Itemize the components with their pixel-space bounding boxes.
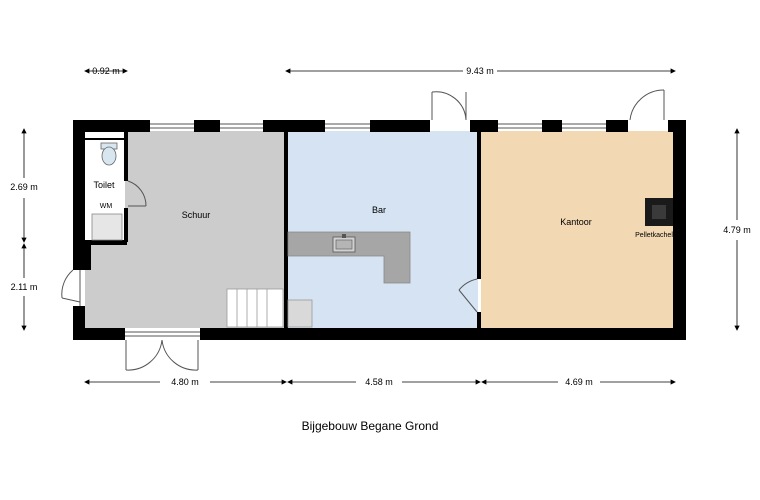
bar-cabinet	[287, 299, 313, 328]
door-left-schuur	[61, 269, 81, 306]
wall-top-3	[263, 120, 325, 132]
sink-icon	[332, 234, 356, 253]
wall-top-6	[542, 120, 562, 132]
room-label-kantoor: Kantoor	[560, 217, 592, 227]
staircase	[226, 288, 284, 328]
kantoor-floor	[481, 131, 673, 328]
wall-toilet-right	[124, 131, 128, 181]
wall-top-7	[606, 120, 628, 132]
wall-top-2	[194, 120, 220, 132]
room-label-bar: Bar	[372, 205, 386, 215]
wall-bar-kantoor-lower	[477, 312, 481, 328]
plan-title: Bijgebouw Begane Grond	[302, 419, 439, 433]
room-label-wm: WM	[100, 203, 113, 210]
toilet-fixture	[100, 142, 118, 166]
door-bottom-double	[125, 331, 200, 371]
door-top-kantoor	[629, 89, 665, 121]
wall-toilet-divider	[85, 138, 125, 140]
wall-toilet-left-ext	[73, 240, 91, 270]
dim-right: 4.79 m	[723, 225, 751, 235]
dimension-lines	[21, 68, 740, 385]
wall-left-upper	[73, 120, 85, 270]
washing-machine	[91, 213, 123, 241]
dim-bottom-3: 4.69 m	[565, 377, 593, 387]
windows-top	[150, 123, 606, 129]
wall-bottom-2	[200, 328, 686, 340]
bar-floor	[288, 131, 478, 328]
label-pelletkachel: Pelletkachel	[635, 232, 673, 239]
wall-top-4	[370, 120, 430, 132]
wall-bottom-1	[73, 328, 125, 340]
wall-left-lower	[73, 306, 85, 340]
door-toilet	[127, 180, 147, 207]
wall-schuur-bar	[284, 131, 288, 328]
wall-toilet-bottom	[85, 240, 127, 245]
door-bar-kantoor	[458, 278, 478, 313]
dim-top-main: 9.43 m	[466, 66, 494, 76]
door-top-bar	[431, 91, 467, 121]
pellet-stove-icon	[645, 198, 673, 226]
wall-toilet-right-lower	[124, 208, 128, 242]
dim-bottom-2: 4.58 m	[365, 377, 393, 387]
wall-top-5	[470, 120, 498, 132]
wall-right	[673, 120, 686, 340]
wall-top-1	[73, 120, 150, 132]
bar-counter	[287, 231, 411, 284]
wall-bar-kantoor-upper	[477, 131, 481, 279]
dim-left-upper: 2.69 m	[10, 182, 38, 192]
dim-bottom-1: 4.80 m	[171, 377, 199, 387]
room-label-toilet: Toilet	[93, 180, 115, 190]
dim-top-left: 0.92 m	[92, 66, 120, 76]
dim-left-lower: 2.11 m	[11, 282, 38, 292]
room-label-schuur: Schuur	[182, 210, 211, 220]
